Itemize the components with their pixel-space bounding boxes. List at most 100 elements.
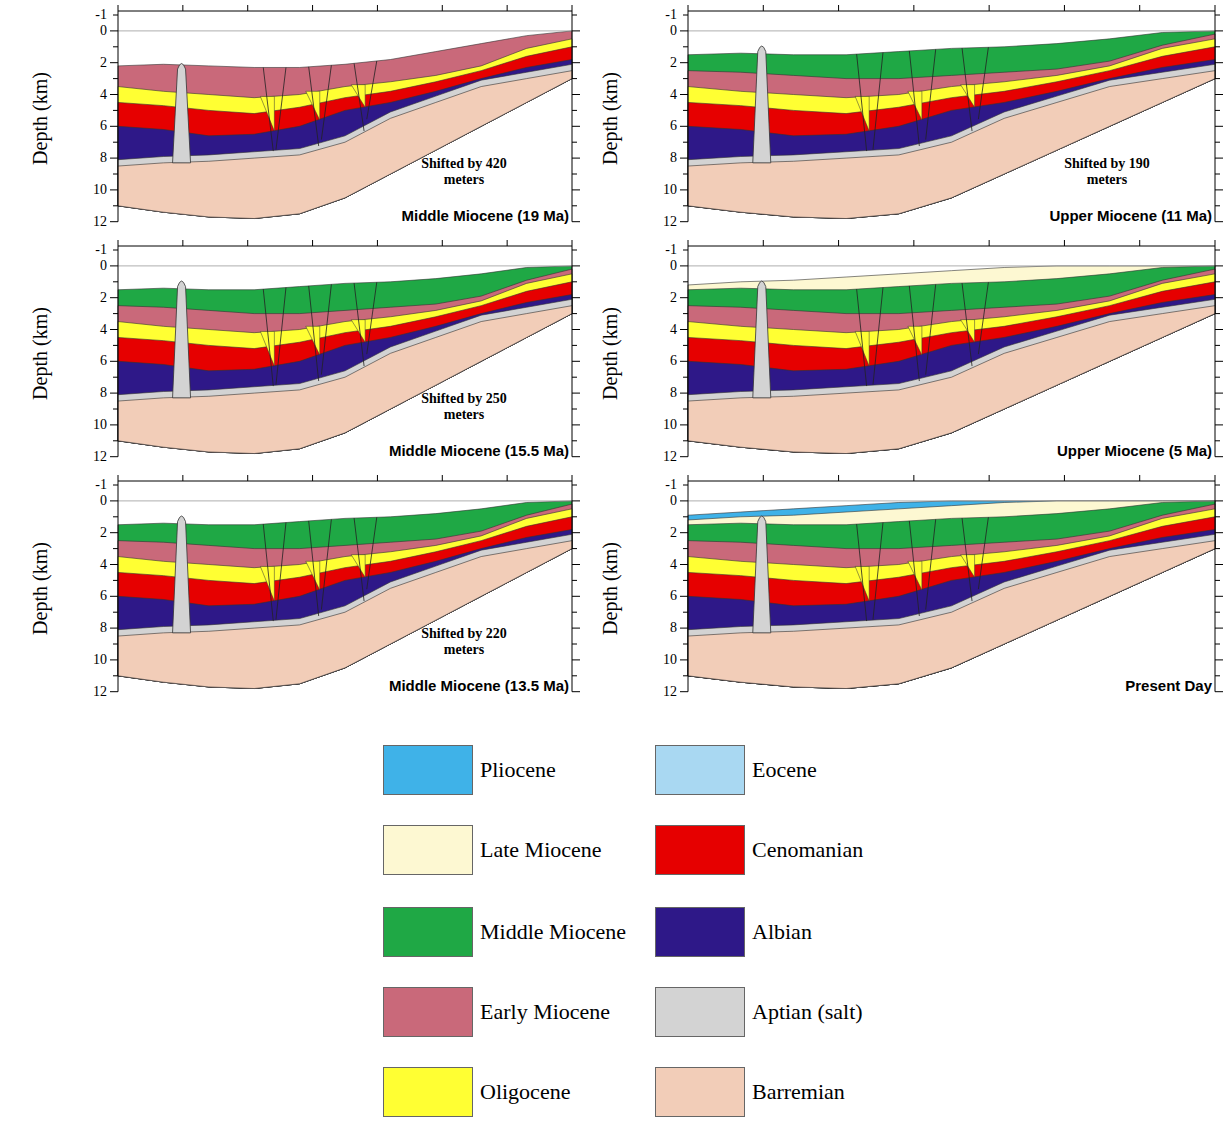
tick — [1215, 644, 1220, 645]
salt-diapir — [173, 281, 191, 398]
tick — [1215, 240, 1216, 246]
tick — [572, 409, 577, 410]
tick — [680, 126, 688, 127]
axis-label: Depth (km) — [598, 542, 621, 635]
tick — [683, 78, 688, 79]
tick — [110, 30, 118, 31]
shift-note: Shifted by 250 meters — [416, 391, 512, 423]
tick — [113, 46, 118, 47]
tick — [683, 205, 688, 206]
tick — [1215, 345, 1220, 346]
fault-line — [321, 284, 331, 374]
tick — [838, 240, 839, 246]
tick — [572, 475, 573, 481]
strata-layer — [118, 60, 572, 219]
tick — [1215, 313, 1220, 314]
tick — [110, 265, 118, 266]
tick — [572, 329, 580, 330]
axis-label: Depth (km) — [598, 307, 621, 400]
strata-layer — [688, 501, 1215, 689]
tick — [118, 475, 119, 481]
tick-label: 12 — [93, 214, 107, 230]
fault-line — [978, 282, 988, 354]
tick — [110, 456, 118, 457]
tick — [572, 189, 580, 190]
tick — [572, 94, 580, 95]
frame — [688, 11, 1215, 12]
tick — [1215, 424, 1223, 425]
tick — [680, 424, 688, 425]
tick — [113, 110, 118, 111]
tick-label: 10 — [663, 652, 677, 668]
legend-swatch — [383, 745, 473, 795]
tick — [572, 142, 577, 143]
tick-label: 2 — [100, 290, 107, 306]
fault-line — [857, 524, 867, 621]
shift-note: Shifted by 220 meters — [416, 626, 512, 658]
fault-line — [309, 521, 319, 616]
fault-line — [309, 286, 319, 381]
tick-label: 8 — [670, 150, 677, 166]
tick-label: 4 — [100, 87, 107, 103]
legend-swatch — [655, 907, 745, 957]
tick — [442, 240, 443, 246]
fault-line — [873, 53, 883, 150]
sea-level — [118, 500, 572, 501]
strata-layer — [688, 509, 1215, 689]
tick — [572, 110, 577, 111]
tick — [572, 485, 577, 486]
tilted-block — [855, 566, 869, 601]
tick — [572, 297, 580, 298]
tick — [110, 691, 118, 692]
tick — [683, 377, 688, 378]
legend-text: Eocene — [752, 757, 817, 783]
legend-text: Aptian (salt) — [752, 999, 863, 1025]
tick — [182, 475, 183, 481]
tick — [1215, 456, 1223, 457]
tick — [1215, 500, 1223, 501]
tick — [683, 580, 688, 581]
tick — [377, 5, 378, 11]
section-panel — [110, 5, 580, 222]
tick — [913, 5, 914, 11]
tick-label: 6 — [670, 353, 677, 369]
tick — [572, 532, 580, 533]
tick — [680, 500, 688, 501]
tick — [1215, 532, 1223, 533]
tick — [312, 240, 313, 246]
fault-line — [962, 518, 972, 601]
tick — [113, 612, 118, 613]
tick — [913, 240, 914, 246]
legend-swatch — [655, 745, 745, 795]
tick — [572, 456, 580, 457]
strata-layer — [688, 517, 1215, 689]
tick — [312, 5, 313, 11]
tick — [110, 329, 118, 330]
tick — [1215, 250, 1220, 251]
strata-layer — [688, 504, 1215, 688]
tick — [680, 564, 688, 565]
tick — [572, 15, 577, 16]
tick — [113, 516, 118, 517]
tick — [1215, 94, 1223, 95]
tick-label: 6 — [100, 353, 107, 369]
fault-line — [276, 67, 286, 149]
tick-label: 2 — [670, 290, 677, 306]
tick — [989, 5, 990, 11]
fault-line — [309, 67, 319, 146]
tick-label: 4 — [100, 557, 107, 573]
tick-label: 0 — [670, 258, 677, 274]
tick — [1215, 580, 1220, 581]
tick — [683, 516, 688, 517]
tick — [442, 475, 443, 481]
tick — [1215, 158, 1223, 159]
tick — [763, 5, 764, 11]
sea-level — [688, 265, 1215, 266]
tick-label: 10 — [93, 182, 107, 198]
legend-swatch — [655, 1067, 745, 1117]
strata-layer — [118, 517, 572, 689]
tick — [1215, 265, 1223, 266]
tick — [110, 189, 118, 190]
tick — [113, 15, 118, 16]
tick — [683, 313, 688, 314]
